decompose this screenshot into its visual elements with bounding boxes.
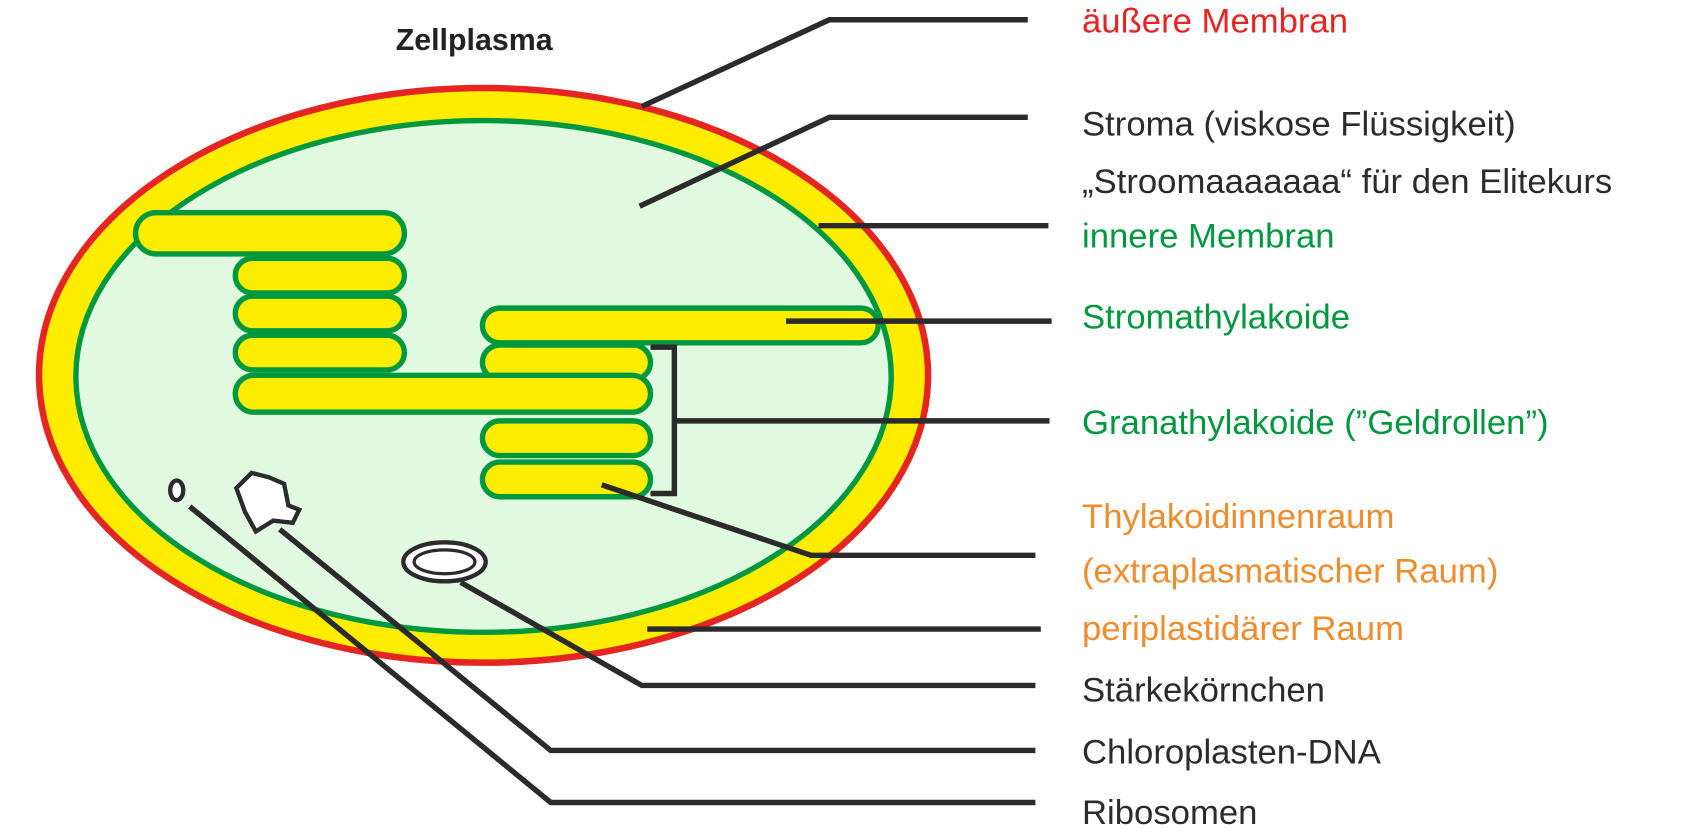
granum-disc	[232, 293, 408, 334]
granum-disc	[479, 418, 654, 459]
label-ribosomes: Ribosomen	[1082, 794, 1257, 832]
granum-disc	[232, 332, 408, 373]
cytoplasm-title: Zellplasma	[396, 24, 554, 57]
chloroplast-dna	[233, 470, 303, 535]
labels: äußere Membran Stroma (viskose Flüssigke…	[1082, 3, 1612, 832]
label-stroma: Stroma (viskose Flüssigkeit)	[1082, 106, 1516, 144]
leader-lines	[188, 17, 1052, 806]
thylakoids	[132, 210, 881, 500]
stromathylakoid-left	[132, 210, 408, 257]
ribosome	[168, 478, 186, 503]
label-thylakoid-lumen-note: (extraplasmatischer Raum)	[1082, 552, 1498, 590]
label-outer-membrane: äußere Membran	[1082, 3, 1348, 41]
stromathylakoid-right	[479, 305, 881, 346]
stromathylakoid-bridge	[232, 372, 654, 415]
label-starch: Stärkekörnchen	[1082, 672, 1325, 710]
label-thylakoid-lumen: Thylakoidinnenraum	[1082, 498, 1394, 536]
label-stromathylakoide: Stromathylakoide	[1082, 299, 1350, 337]
granum-disc	[232, 255, 408, 296]
label-dna: Chloroplasten-DNA	[1082, 733, 1382, 771]
starch-grain-inner	[412, 548, 477, 576]
label-inner-membrane: innere Membran	[1082, 217, 1335, 255]
label-granathylakoide: Granathylakoide (”Geldrollen”)	[1082, 404, 1549, 442]
label-periplastid-space: periplastidärer Raum	[1082, 610, 1404, 648]
label-stroma-note: „Stroomaaaaaaa“ für den Elitekurs	[1082, 163, 1612, 201]
